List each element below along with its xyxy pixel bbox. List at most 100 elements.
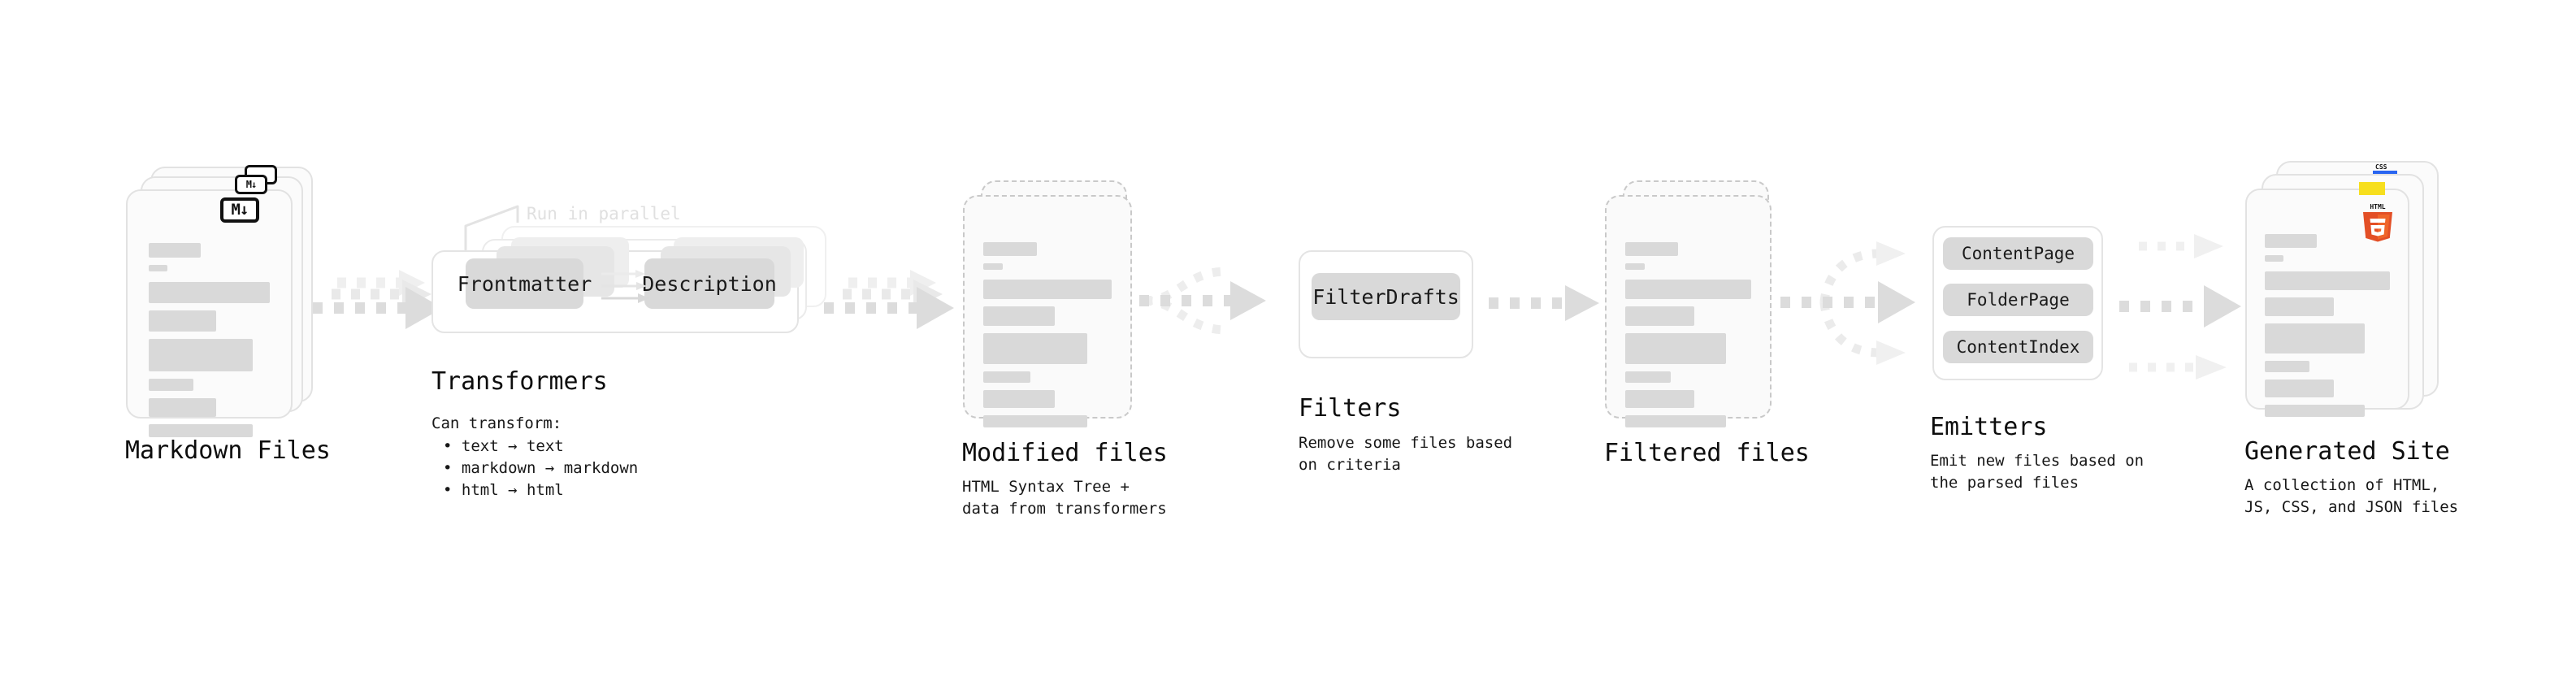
skeleton-bars [1625,242,1751,435]
arrow-markdown-to-transformers [311,268,453,333]
skeleton-bar [2265,361,2310,372]
transformer-bullet: • text → text [443,437,564,455]
transformer-bullet: • markdown → markdown [443,459,639,477]
skeleton-bar [149,243,201,258]
skeleton-bar [983,263,1003,270]
css-badge-label: CSS [2375,163,2387,171]
skeleton-bars [983,242,1112,435]
skeleton-bar [149,424,254,437]
markdown-badge-label: M↓ [231,201,249,219]
skeleton-bar [149,379,194,391]
stage-title-markdown-files: Markdown Files [125,436,331,465]
skeleton-bar [1625,333,1726,364]
modified-card-front [963,195,1132,427]
dashed-merge-arrow-icon [1139,267,1266,335]
skeleton-bar [149,310,217,332]
skeleton-bar [2265,271,2390,290]
chip-folderpage[interactable]: FolderPage [1943,284,2093,316]
skeleton-bar [1625,390,1695,408]
stage-subtitle-modified-files: HTML Syntax Tree + data from transformer… [962,478,1167,518]
filtered-card-front [1605,195,1772,427]
skeleton-bar [1625,263,1645,270]
arrow-modified-to-filters [1138,260,1284,341]
stage-subtitle-generated-site: A collection of HTML, JS, CSS, and JSON … [2244,476,2459,516]
skeleton-bars [149,243,270,445]
arrow-transformer-internal-icon [601,270,649,303]
skeleton-bar [983,306,1056,326]
dashed-split-arrow-icon [1780,241,1915,365]
stage-markdown-files: M↓ M↓ Markdown Files [125,165,331,465]
dashed-single-arrow-icon [1489,285,1599,321]
stage-title-filters: Filters [1299,394,1402,423]
stage-title-modified-files: Modified files [962,439,1168,467]
stage-generated-site: CSS HTML Generated Site A collection of … [2244,161,2458,516]
css-badge [2373,171,2397,174]
chip-label: Frontmatter [457,271,592,296]
dashed-triple-arrow-icon [824,270,954,329]
skeleton-bar [2265,297,2334,316]
stage-modified-files: Modified files HTML Syntax Tree + data f… [962,180,1168,518]
arrow-filters-to-filtered [1487,284,1613,330]
arrow-emitters-to-site [2113,232,2267,382]
skeleton-bar [1625,371,1671,383]
chip-label: Description [642,271,777,296]
skeleton-bar [2265,255,2283,262]
skeleton-bar [149,282,270,303]
skeleton-bar [149,398,217,417]
chip-contentindex[interactable]: ContentIndex [1943,331,2093,363]
skeleton-bar [983,371,1031,383]
modified-card-stack [963,180,1142,427]
skeleton-bar [983,333,1087,364]
markdown-badge-back-1: M↓ [235,175,267,194]
html5-badge-wordmark: HTML [2370,203,2385,210]
stage-subtitle-transformers: Can transform: [432,414,562,432]
skeleton-bar [983,390,1056,408]
stage-title-emitters: Emitters [1930,413,2048,441]
skeleton-bar [2265,234,2317,248]
chip-contentpage[interactable]: ContentPage [1943,237,2093,270]
stage-filtered-files: Filtered files [1604,180,1810,467]
chip-filterdrafts[interactable]: FilterDrafts [1312,273,1460,320]
arrow-transformers-to-modified [822,268,965,333]
markdown-badge-front: M↓ [220,197,259,223]
html5-badge: HTML [2363,203,2392,242]
stage-title-filtered-files: Filtered files [1604,439,1810,467]
stage-subtitle-emitters: Emit new files based on the parsed files [1930,452,2144,492]
filtered-card-stack [1605,180,1784,427]
transformer-bullet: • html → html [443,481,564,499]
markdown-card-stack: M↓ M↓ [126,165,313,437]
skeleton-bar [1625,306,1695,326]
stage-subtitle-filters: Remove some files based on criteria [1299,434,1513,474]
skeleton-bar [2265,405,2366,417]
markdown-badge-label: M↓ [245,179,257,190]
dashed-triple-parallel-arrow-icon [2119,234,2241,380]
run-in-parallel-label: Run in parallel [527,204,681,223]
dashed-triple-arrow-icon [313,270,443,329]
skeleton-bars [2265,234,2390,424]
skeleton-bar [1625,415,1726,427]
skeleton-bar [1625,280,1751,299]
skeleton-bar [1625,242,1678,256]
chip-frontmatter[interactable]: Frontmatter [458,258,592,309]
skeleton-bar [983,242,1037,256]
site-card-front [2245,189,2409,417]
site-card-stack: CSS HTML [2245,161,2440,421]
chip-description[interactable]: Description [642,258,777,309]
chip-label: FolderPage [1967,290,2070,310]
chip-label: ContentPage [1961,244,2075,263]
skeleton-bar [983,415,1087,427]
transformer-bullet-list: • text → text • markdown → markdown • ht… [443,436,638,501]
parallel-brace-icon [464,205,519,255]
skeleton-bar [149,339,254,371]
skeleton-bar [149,265,167,271]
stage-title-transformers: Transformers [432,367,608,396]
skeleton-bar [2265,323,2366,354]
arrow-filtered-to-emitters [1776,236,1938,370]
chip-label: ContentIndex [1956,337,2080,357]
stage-title-generated-site: Generated Site [2244,437,2450,466]
skeleton-bar [983,280,1112,299]
js-badge [2359,182,2385,195]
chip-label: FilterDrafts [1312,284,1459,309]
markdown-card-front [126,189,293,437]
